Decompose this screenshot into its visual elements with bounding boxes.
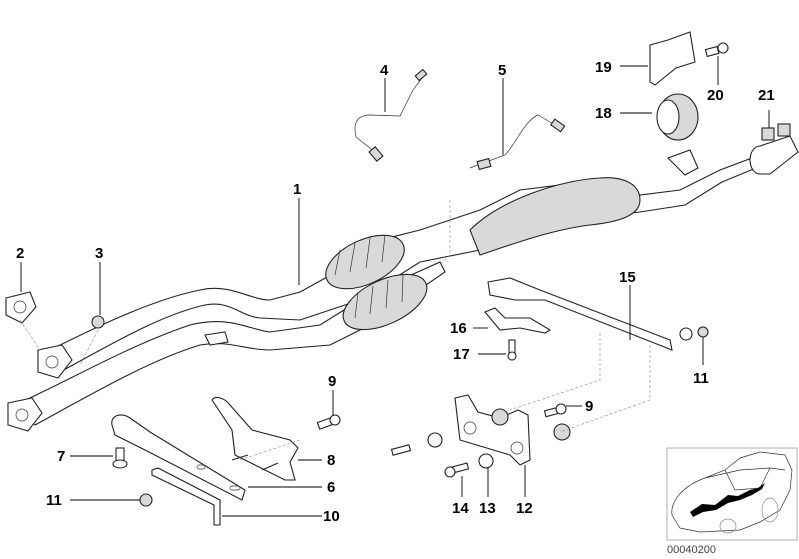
- part-3-nut: [91, 315, 105, 329]
- callout-10: 10: [323, 508, 340, 525]
- callout-9-right: 9: [585, 398, 593, 415]
- part-20-bolt: [704, 42, 729, 58]
- part-17-bolt: [507, 339, 517, 361]
- part-18-rubber-mount: [656, 93, 699, 141]
- part-9-bolt-left: [316, 414, 341, 430]
- part-15-bracket: [487, 277, 673, 351]
- callout-9-left: 9: [328, 373, 336, 390]
- part-2-gasket: [5, 291, 37, 324]
- part-19-bracket: [649, 31, 696, 86]
- callout-17: 17: [453, 346, 470, 363]
- callout-12: 12: [516, 500, 533, 517]
- exhaust-location-highlight: [690, 483, 765, 517]
- part-7-bolt: [112, 447, 128, 469]
- part-9-bolt-right: [543, 403, 567, 418]
- part-8-bracket: [211, 396, 299, 481]
- part-14-bolt: [390, 444, 470, 478]
- exhaust-pipe-assembly: [7, 149, 757, 432]
- part-11-washer-nut-right: [679, 326, 709, 341]
- callout-6: 6: [327, 479, 335, 496]
- part-4-oxygen-sensor: [354, 68, 428, 162]
- part-6-bracket: [111, 414, 246, 501]
- callout-20: 20: [707, 87, 724, 104]
- callout-11-right: 11: [693, 370, 709, 387]
- callout-16: 16: [450, 320, 467, 337]
- reference-code: 00040200: [667, 544, 716, 556]
- car-outline-icon: [671, 451, 793, 534]
- callout-8: 8: [327, 452, 335, 469]
- callout-18: 18: [595, 105, 612, 122]
- callout-4: 4: [380, 62, 389, 79]
- callout-21: 21: [758, 87, 775, 104]
- callout-5: 5: [498, 62, 506, 79]
- part-13-washer: [427, 432, 494, 469]
- callout-11-left: 11: [46, 492, 62, 509]
- part-21-clamp: [749, 123, 799, 175]
- part-16-bracket: [484, 307, 552, 334]
- callout-1: 1: [293, 181, 301, 198]
- callout-14: 14: [452, 500, 469, 517]
- callout-15: 15: [619, 269, 636, 286]
- part-12-plate: [454, 394, 531, 466]
- part-10-bracket: [151, 467, 221, 526]
- callout-2: 2: [16, 245, 24, 262]
- callout-13: 13: [479, 500, 496, 517]
- callout-7: 7: [57, 448, 65, 465]
- rubber-bushing-upper: [491, 408, 571, 441]
- part-5-oxygen-sensor: [469, 114, 566, 171]
- part-11-nut-left: [139, 493, 153, 507]
- locator-inset: [666, 447, 798, 541]
- callout-19: 19: [595, 59, 612, 76]
- callout-3: 3: [95, 245, 103, 262]
